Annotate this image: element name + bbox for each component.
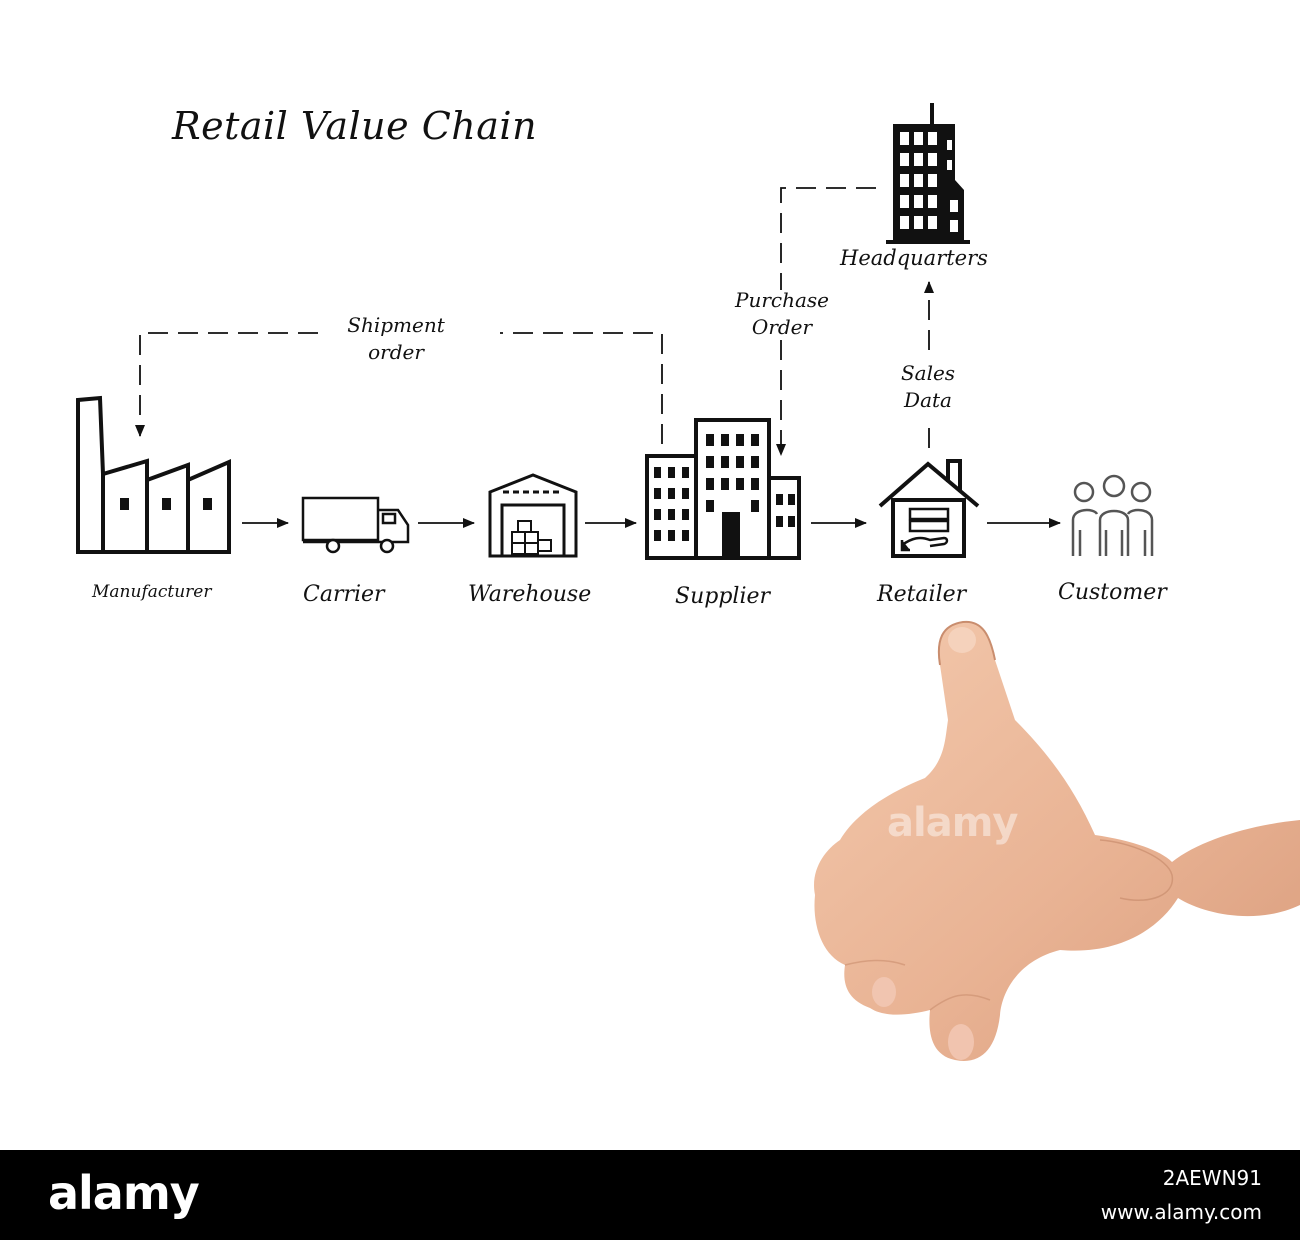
diagram-title: Retail Value Chain: [172, 104, 538, 148]
dashed-flows: [135, 187, 934, 456]
flow-label-line: Order: [751, 315, 813, 339]
node-label-headquarters: Headquarters: [840, 246, 988, 270]
skyscraper-icon: [886, 103, 970, 244]
footer-image-id: 2AEWN91: [1162, 1166, 1262, 1190]
flow-label-line: Shipment: [347, 313, 445, 337]
purchase-order-line: [780, 187, 876, 290]
flow-label-line: Purchase: [734, 288, 829, 312]
pointing-hand: [814, 620, 1300, 1061]
office-buildings-icon: [645, 418, 801, 560]
shipment-order-line-left: [135, 332, 318, 437]
flow-label-line: Data: [904, 388, 952, 412]
node-label-customer: Customer: [1058, 580, 1167, 605]
diagram-stage: Retail Value Chain Manufacturer Carrier …: [76, 103, 1300, 1061]
node-label-supplier: Supplier: [675, 584, 771, 609]
node-label-retailer: Retailer: [877, 582, 967, 607]
diagram-graphics: [76, 103, 1300, 1061]
shipment-order-line: [500, 332, 663, 444]
node-label-manufacturer: Manufacturer: [92, 582, 212, 602]
footer-url: www.alamy.com: [1100, 1200, 1262, 1224]
node-label-carrier: Carrier: [303, 582, 385, 607]
warehouse-icon: [488, 473, 578, 558]
node-label-warehouse: Warehouse: [468, 582, 592, 607]
flow-label-line: order: [368, 340, 424, 364]
retail-store-icon: [878, 459, 980, 558]
footer-bar: alamy 2AEWN91 www.alamy.com: [0, 1150, 1300, 1240]
flow-label-sales-data: Sales Data: [878, 360, 978, 414]
flow-label-shipment-order: Shipment order: [326, 312, 466, 366]
flow-label-purchase-order: Purchase Order: [712, 287, 852, 341]
factory-icon: [76, 395, 231, 554]
flow-label-line: Sales: [900, 361, 956, 385]
watermark: alamy: [887, 800, 1018, 846]
customers-icon: [1071, 474, 1154, 556]
footer-logo: alamy: [48, 1166, 200, 1220]
truck-icon: [301, 496, 410, 554]
